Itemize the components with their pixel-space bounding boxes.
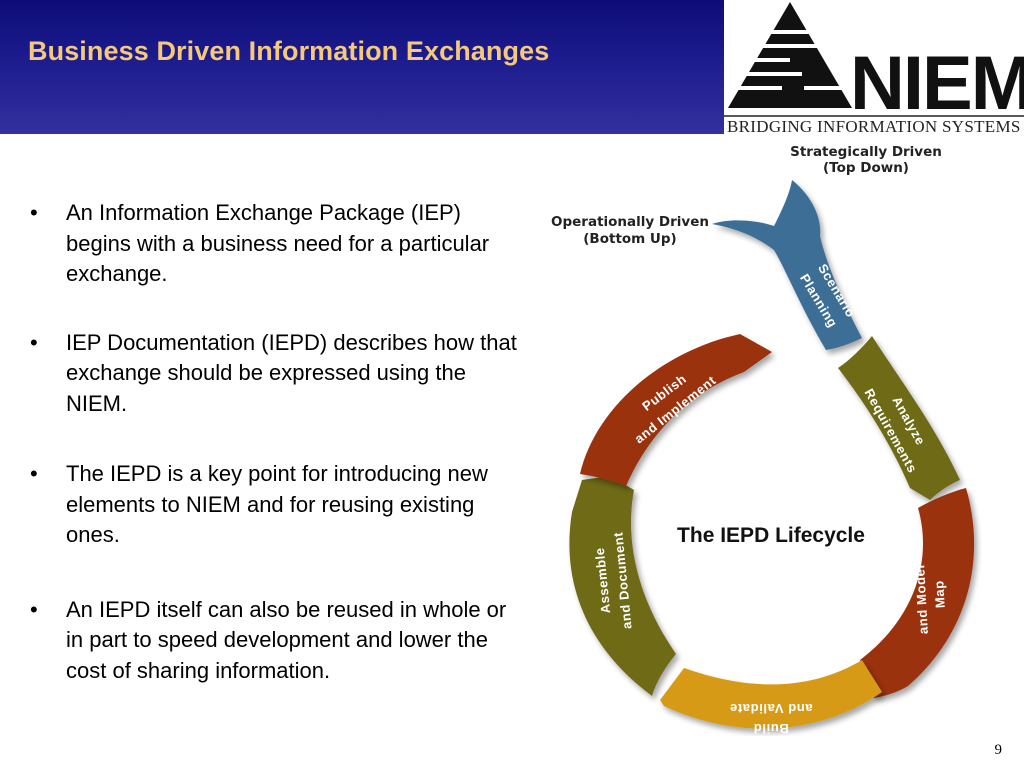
stage-build-and-validate [660, 660, 882, 729]
stage-publish-and-implement [580, 334, 772, 486]
stage-analyze-requirements [838, 336, 960, 500]
bullet-text: An Information Exchange Package (IEP) be… [66, 200, 490, 286]
niem-logo [724, 2, 1024, 117]
diagram-center-label: The IEPD Lifecycle [677, 524, 865, 547]
bullet-text: The IEPD is a key point for introducing … [66, 461, 488, 547]
iepd-lifecycle-diagram: Strategically Driven (Top Down) Operatio… [551, 144, 975, 736]
logo-pyramid-icon [726, 2, 854, 108]
stage-scenario-planning [712, 180, 862, 350]
bullet-marker: • [30, 200, 38, 225]
bullet-item: • IEP Documentation (IEPD) describes how… [30, 328, 520, 420]
svg-text:Strategically Driven: Strategically Driven [790, 144, 942, 160]
bullet-item: • An IEPD itself can also be reused in w… [30, 595, 520, 687]
stage-map-and-model [860, 488, 975, 698]
bullet-marker: • [30, 329, 38, 355]
svg-text:Operationally Driven: Operationally Driven [551, 214, 709, 230]
header-band [0, 0, 724, 134]
bullet-marker: • [30, 461, 38, 486]
logo-wordmark: NIEM [850, 41, 1024, 126]
bullet-marker: • [30, 596, 38, 622]
stage-label-map-and-model-2: and Model [912, 564, 931, 634]
bullet-item: • The IEPD is a key point for introducin… [30, 459, 520, 551]
stage-label-build-and-validate: and Validate [729, 701, 812, 716]
bullet-item: • An Information Exchange Package (IEP) … [30, 198, 520, 290]
logo-tagline: BRIDGING INFORMATION SYSTEMS [727, 117, 1021, 136]
svg-text:(Top Down): (Top Down) [823, 160, 909, 176]
driver-top-label: Strategically Driven (Top Down) [790, 144, 942, 176]
bullet-text: IEP Documentation (IEPD) describes how t… [66, 329, 517, 416]
page-number: 9 [994, 742, 1003, 758]
stage-label-map-and-model: Map [931, 580, 947, 609]
bullet-list: • An Information Exchange Package (IEP) … [30, 198, 520, 724]
stage-label-assemble-and-document: Assemble [592, 547, 614, 614]
slide-title: Business Driven Information Exchanges [28, 36, 550, 66]
stage-label-build-and-validate-2: Build [753, 721, 789, 736]
driver-left-label: Operationally Driven (Bottom Up) [551, 214, 709, 247]
svg-text:(Bottom Up): (Bottom Up) [583, 231, 676, 247]
stage-assemble-and-document [569, 476, 676, 696]
bullet-text: An IEPD itself can also be reused in who… [66, 596, 507, 683]
